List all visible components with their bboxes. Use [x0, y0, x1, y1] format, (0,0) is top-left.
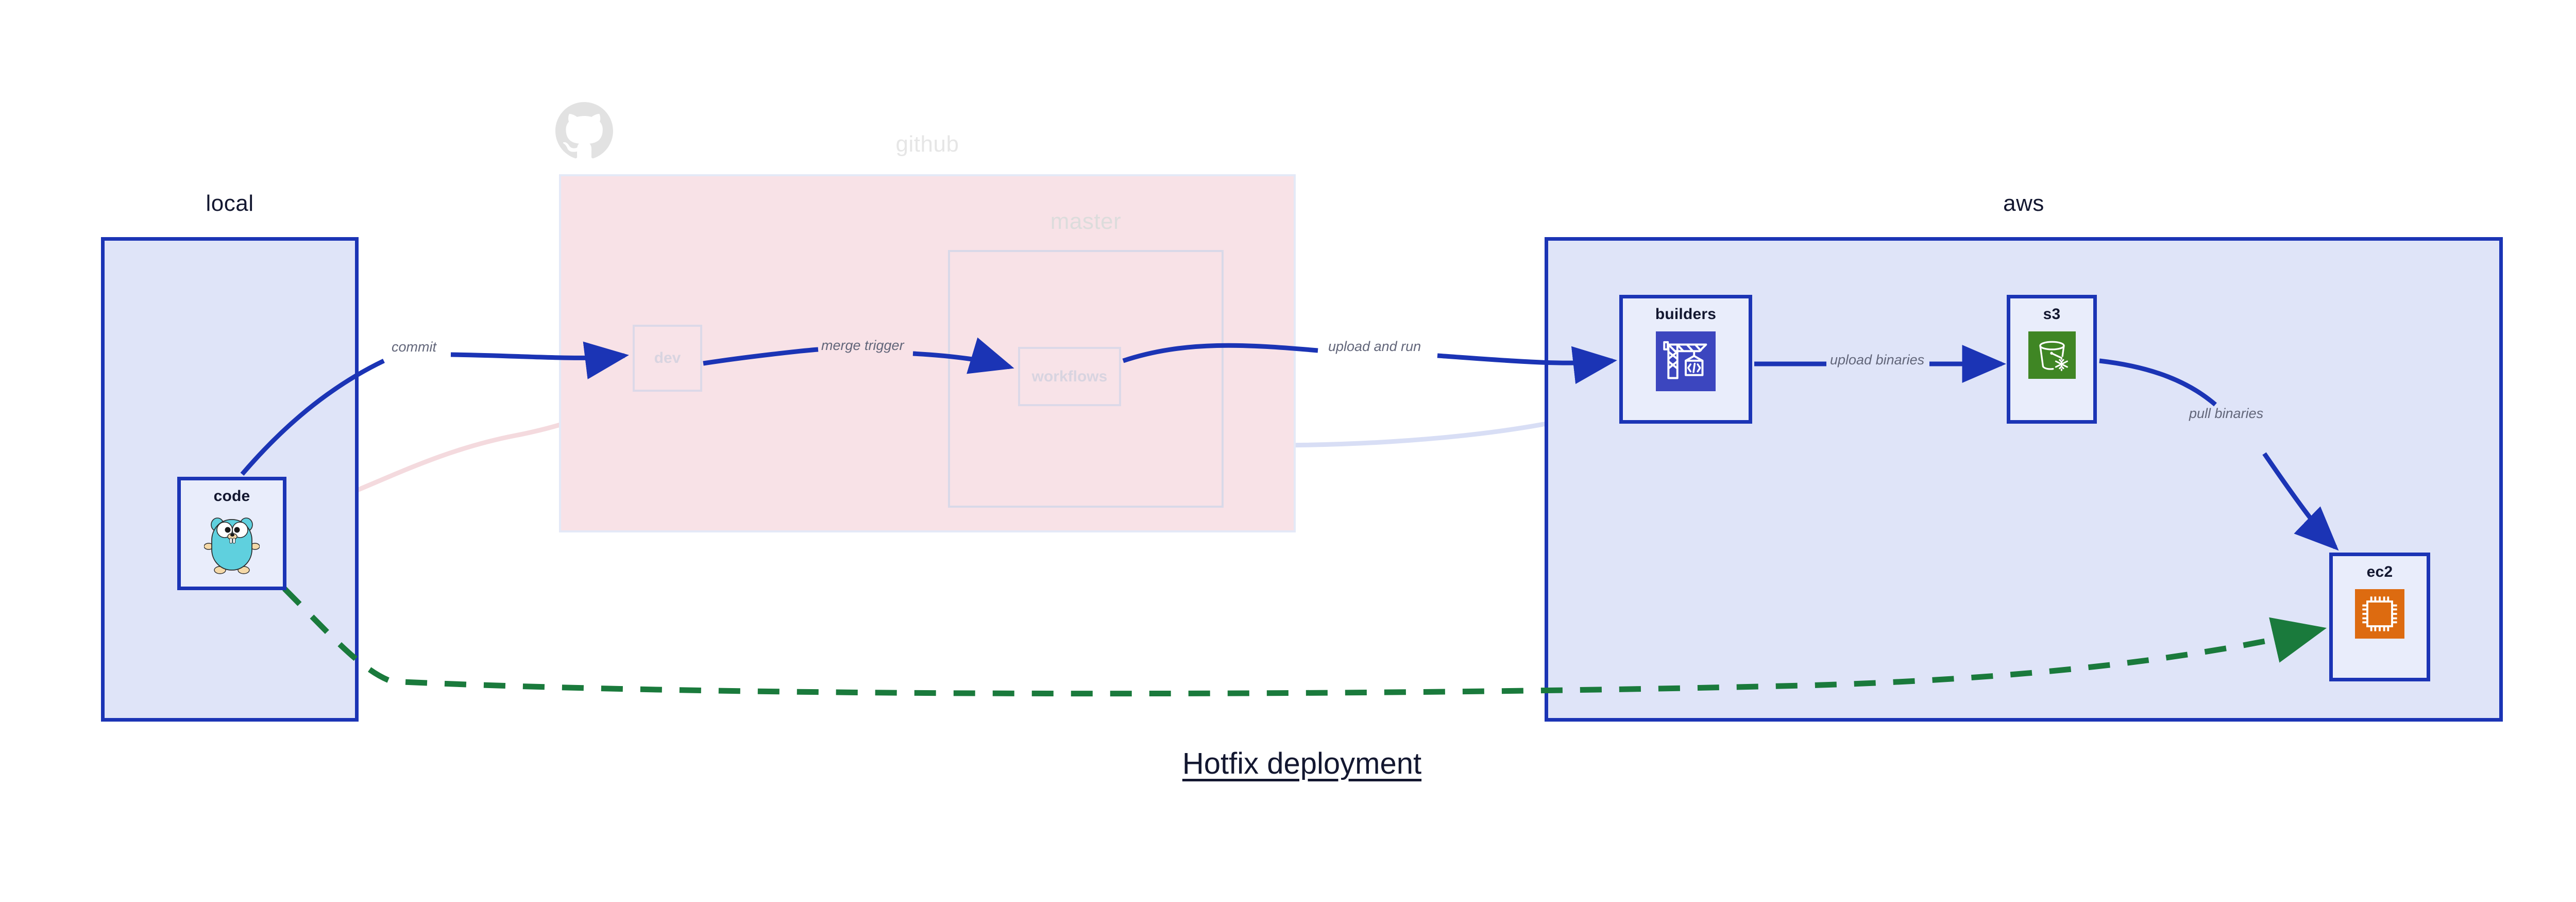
node-workflows-label: workflows [1031, 368, 1108, 385]
diagram-title: Hotfix deployment [1182, 747, 1422, 780]
node-code-label: code [213, 488, 250, 505]
node-ec2[interactable]: ec2 [2329, 553, 2430, 681]
node-dev-label: dev [654, 349, 681, 366]
github-octocat-icon [555, 102, 613, 160]
cluster-label-master: master [1050, 209, 1122, 234]
node-s3-label: s3 [2043, 306, 2061, 323]
node-workflows[interactable]: workflows [1018, 347, 1121, 406]
node-builders-label: builders [1655, 306, 1717, 323]
node-code[interactable]: code [177, 477, 286, 590]
cluster-master [948, 250, 1224, 508]
go-gopher-icon [204, 513, 260, 574]
node-ec2-label: ec2 [2366, 563, 2393, 580]
edge-label-commit: commit [392, 339, 436, 355]
aws-codebuild-icon [1656, 331, 1716, 391]
cluster-label-github: github [895, 131, 959, 157]
edge-label-upload-and-run: upload and run [1328, 339, 1421, 354]
node-builders[interactable]: builders [1619, 295, 1752, 424]
edge-label-upload-binaries: upload binaries [1830, 352, 1925, 368]
edge-label-merge-trigger: merge trigger [821, 338, 904, 353]
node-s3[interactable]: s3 [2007, 295, 2097, 424]
aws-s3-glacier-icon [2028, 331, 2076, 379]
edge-label-pull-binaries: pull binaries [2189, 406, 2264, 421]
cluster-label-aws: aws [2003, 191, 2044, 216]
aws-ec2-icon [2355, 589, 2404, 639]
cluster-label-local: local [206, 191, 254, 216]
node-dev[interactable]: dev [633, 325, 702, 392]
